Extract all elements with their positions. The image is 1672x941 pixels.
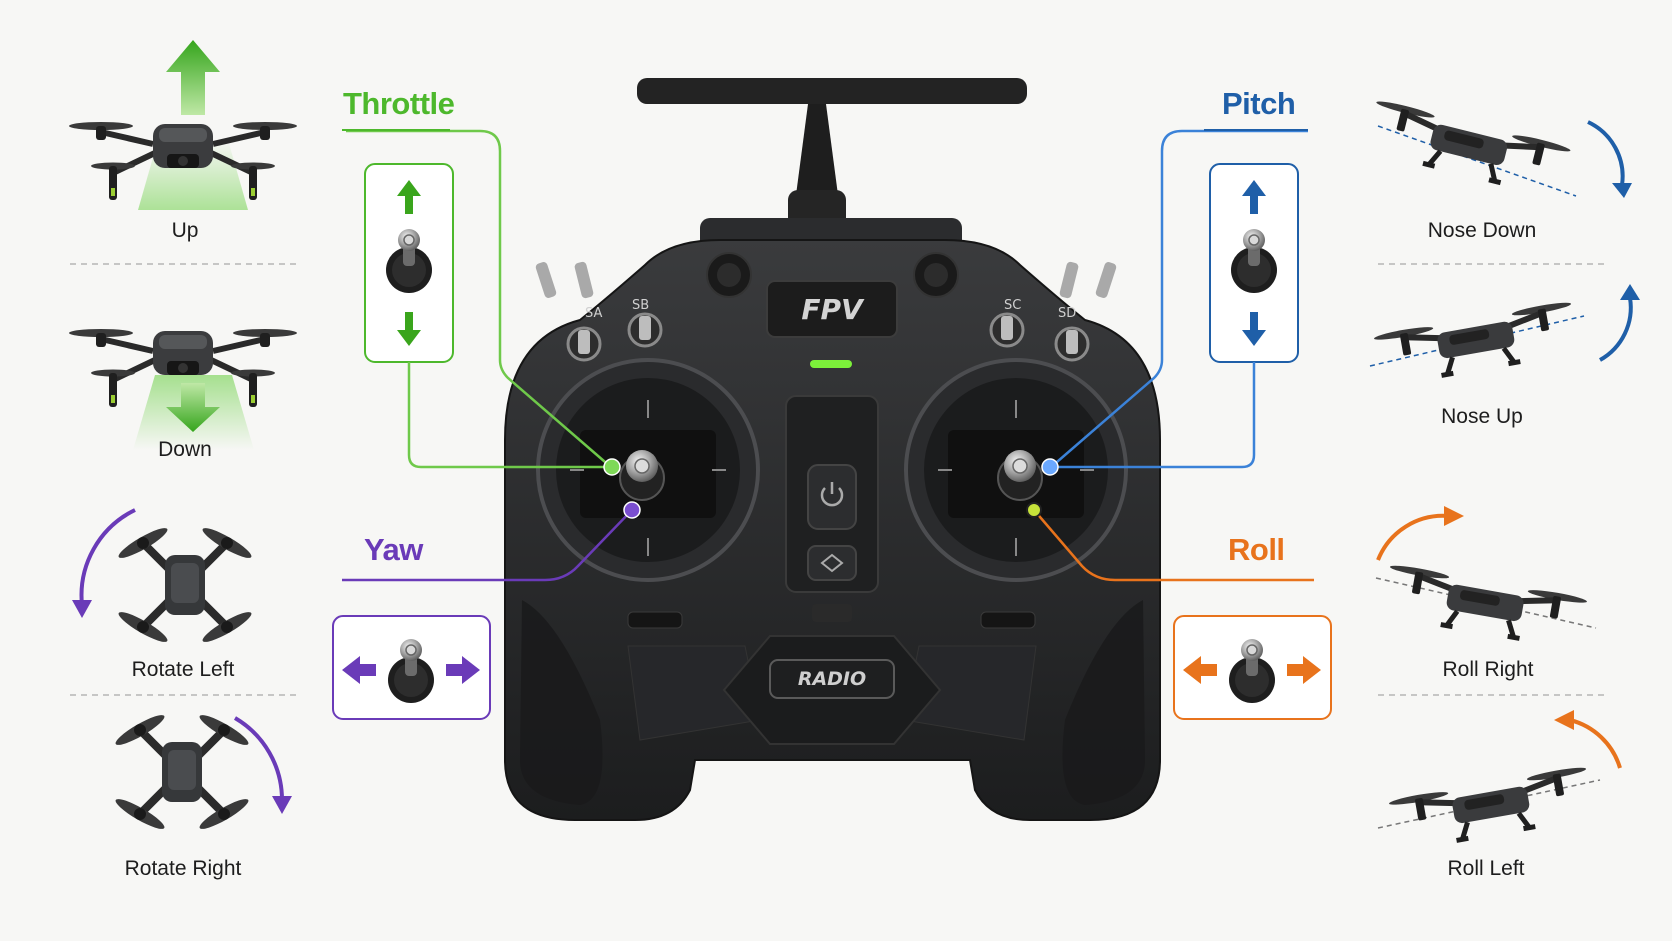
left-gimbal[interactable]	[536, 358, 760, 582]
throttle-title: Throttle	[343, 86, 455, 121]
roll-left-arrow-icon	[1569, 718, 1622, 769]
roll-connector	[1026, 502, 1314, 582]
return-home-icon	[820, 553, 844, 573]
roll-left-label: Roll Left	[1447, 857, 1525, 880]
pitch-connector	[1041, 129, 1308, 476]
yaw-connector	[342, 501, 641, 582]
drone-icon	[1365, 99, 1572, 197]
switch-sb-label: SB	[632, 298, 650, 313]
arrow-up-icon	[1242, 180, 1266, 214]
throttle-up-drone	[69, 40, 297, 210]
right-gimbal[interactable]	[904, 358, 1128, 582]
arrow-left-icon	[1183, 656, 1217, 684]
drone-icon	[1388, 765, 1594, 850]
yaw-stick-box	[332, 615, 491, 720]
arrow-right-icon	[1287, 656, 1321, 684]
antenna	[637, 78, 1027, 104]
trim-center[interactable]	[812, 604, 852, 622]
model-badge	[769, 659, 895, 699]
roll-right-label: Roll Right	[1442, 658, 1534, 681]
power-icon	[820, 487, 844, 507]
pitch-up-label: Nose Up	[1441, 405, 1523, 428]
status-led	[810, 360, 852, 368]
yaw-right-label: Rotate Right	[124, 857, 242, 880]
switch-sb[interactable]	[574, 261, 663, 348]
arrow-up-icon	[166, 40, 220, 115]
pitch-nose-up-drone	[1369, 284, 1640, 386]
yaw-left-label: Rotate Left	[131, 658, 235, 681]
yaw-rotate-left-drone	[72, 508, 254, 646]
nose-up-arrow-icon	[1599, 297, 1633, 362]
arrow-down-icon	[166, 383, 220, 432]
roll-left-drone	[1377, 710, 1622, 851]
throttle-down-drone	[69, 329, 297, 450]
roll-stick-box	[1173, 615, 1332, 720]
power-button[interactable]	[807, 464, 857, 530]
drone-icon	[116, 524, 254, 646]
arrow-right-icon	[446, 656, 480, 684]
arrow-down-icon	[397, 312, 421, 346]
throttle-down-label: Down	[158, 438, 212, 461]
throttle-connector	[346, 129, 621, 476]
model-text: RADIO	[797, 668, 867, 690]
brand-text: FPV	[801, 293, 863, 326]
nose-down-arrow-icon	[1587, 120, 1625, 186]
pitch-stick-box	[1209, 163, 1299, 363]
arrow-down-icon	[1242, 312, 1266, 346]
drone-icon	[1382, 563, 1588, 648]
drone-icon	[1373, 300, 1579, 385]
left-trim[interactable]	[627, 611, 683, 629]
arrow-up-icon	[397, 180, 421, 214]
yaw-title: Yaw	[364, 532, 423, 567]
drone-icon	[113, 711, 251, 833]
switch-sa-label: SA	[585, 306, 603, 321]
rotate-right-arrow-icon	[233, 716, 284, 801]
roll-right-arrow-icon	[1376, 513, 1449, 561]
switch-sd[interactable]	[1054, 261, 1117, 362]
right-trim[interactable]	[980, 611, 1036, 629]
return-home-button[interactable]	[807, 545, 857, 581]
roll-right-drone	[1375, 506, 1597, 649]
pitch-down-label: Nose Down	[1427, 219, 1537, 242]
switch-sd-label: SD	[1058, 306, 1077, 321]
throttle-up-label: Up	[171, 219, 199, 242]
switch-sc-label: SC	[1004, 298, 1022, 313]
remote-controller	[504, 78, 1161, 821]
switch-sc[interactable]	[989, 261, 1079, 348]
pitch-nose-down-drone	[1365, 99, 1632, 198]
pitch-title: Pitch	[1222, 86, 1296, 121]
arrow-left-icon	[342, 656, 376, 684]
rotate-left-arrow-icon	[79, 508, 136, 606]
throttle-stick-box	[364, 163, 454, 363]
yaw-rotate-right-drone	[113, 711, 292, 833]
switch-sa[interactable]	[535, 261, 602, 362]
roll-title: Roll	[1228, 532, 1285, 567]
brand-badge	[766, 280, 898, 338]
